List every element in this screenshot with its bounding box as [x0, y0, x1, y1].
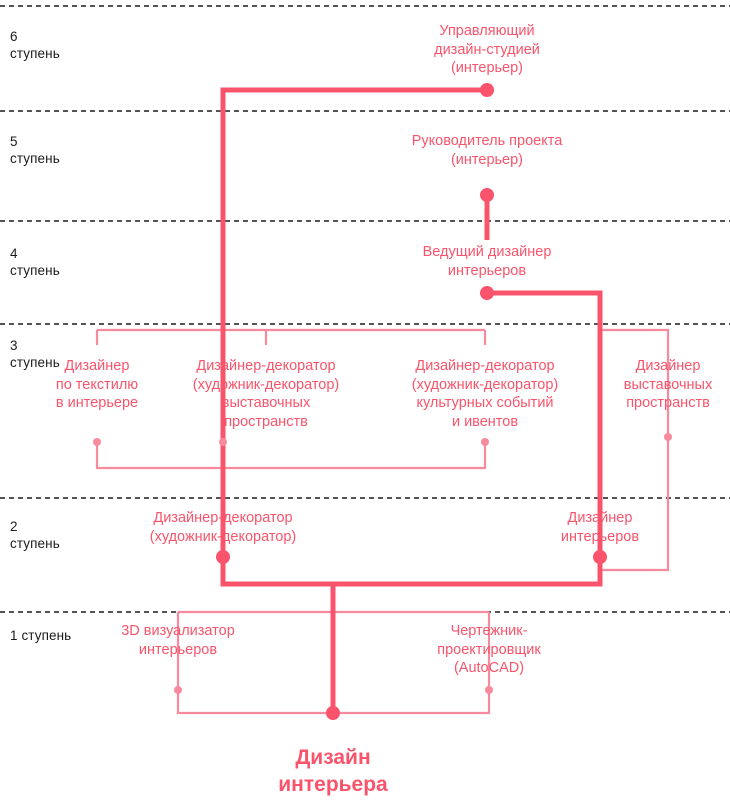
role-interior-designer[interactable]: Дизайнер интерьеров	[560, 510, 640, 545]
role-draftsman[interactable]: Чертежник- проектировщик (AutoCAD)	[437, 623, 541, 676]
diagram-nodes	[93, 83, 672, 720]
role-lead-designer[interactable]: Ведущий дизайнер интерьеров	[422, 244, 552, 279]
conn-lead-to-right	[487, 290, 603, 557]
conn-expo-branch	[600, 328, 670, 437]
level-label-level-2: 2 ступень	[10, 519, 60, 551]
role-decorator[interactable]: Дизайнер-декоратор (художник-декоратор)	[149, 510, 297, 545]
role-expo-space-designer[interactable]: Дизайнер выставочных пространств	[623, 358, 713, 411]
node-3d-visualizer[interactable]	[174, 686, 182, 694]
node-decorator-culture[interactable]	[481, 438, 489, 446]
conn-level2-bar	[220, 557, 603, 587]
role-decorator-culture[interactable]: Дизайнер-декоратор (художник-декоратор) …	[411, 358, 559, 430]
level-label-level-1: 1 ступень	[10, 628, 72, 643]
node-decorator-expo[interactable]	[219, 438, 227, 446]
node-interior-designer[interactable]	[593, 550, 607, 564]
level-label-level-6: 6 ступень	[10, 29, 60, 61]
level-label-level-3: 3 ступень	[10, 338, 60, 370]
level-label-level-4: 4 ступень	[10, 246, 60, 278]
conn-l3-bottom-bar	[95, 442, 487, 470]
node-root[interactable]	[326, 706, 340, 720]
node-decorator[interactable]	[216, 550, 230, 564]
role-3d-visualizer[interactable]: 3D визуализатор интерьеров	[121, 623, 235, 658]
conn-studio-to-trunk	[220, 87, 487, 557]
node-project-lead[interactable]	[480, 188, 494, 202]
node-textile-designer[interactable]	[93, 438, 101, 446]
thick-connectors	[220, 87, 603, 713]
role-studio-manager[interactable]: Управляющий дизайн-студией (интерьер)	[434, 23, 540, 76]
role-decorator-expo[interactable]: Дизайнер-декоратор (художник-декоратор) …	[192, 358, 340, 430]
node-lead-designer[interactable]	[480, 286, 494, 300]
role-textile-designer[interactable]: Дизайнер по текстилю в интерьере	[55, 358, 139, 411]
diagram-title: Дизайн интерьера	[278, 746, 388, 796]
node-studio-manager[interactable]	[480, 83, 494, 97]
node-expo-space[interactable]	[664, 433, 672, 441]
level-label-level-5: 5 ступень	[10, 134, 60, 166]
conn-expo-down	[600, 437, 670, 572]
role-project-lead[interactable]: Руководитель проекта (интерьер)	[411, 133, 563, 168]
node-draftsman[interactable]	[485, 686, 493, 694]
